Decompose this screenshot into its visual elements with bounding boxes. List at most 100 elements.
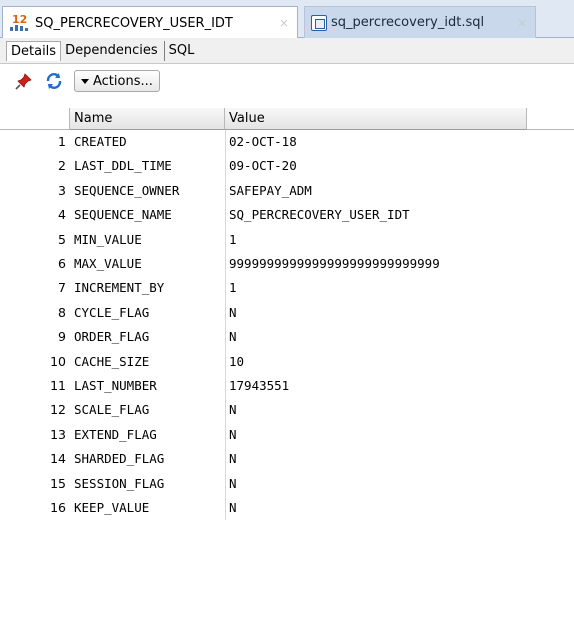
cell-name[interactable]: INCREMENT_BY bbox=[74, 280, 165, 296]
row-number: 1 bbox=[58, 134, 66, 149]
column-divider bbox=[225, 178, 226, 204]
column-divider bbox=[225, 447, 226, 472]
tab-dependencies[interactable]: Dependencies bbox=[65, 43, 158, 58]
row-number: 4 bbox=[58, 207, 66, 223]
table-row[interactable]: 9 ORDER_FLAG N bbox=[0, 325, 574, 350]
cell-value[interactable]: N bbox=[229, 304, 237, 320]
column-divider bbox=[225, 130, 226, 155]
cell-name[interactable]: MAX_VALUE bbox=[74, 256, 142, 271]
column-divider bbox=[225, 252, 226, 277]
cell-value[interactable]: N bbox=[229, 500, 237, 515]
column-divider bbox=[225, 496, 226, 521]
column-divider bbox=[225, 398, 226, 423]
cell-value[interactable]: 10 bbox=[229, 353, 245, 369]
tab-sequence-editor[interactable]: 12 SQ_PERCRECOVERY_USER_IDT × bbox=[2, 6, 298, 39]
column-divider bbox=[225, 203, 226, 228]
cell-value[interactable]: 1 bbox=[229, 231, 237, 247]
row-number: 15 bbox=[50, 475, 66, 491]
column-divider bbox=[225, 374, 226, 399]
row-number: 3 bbox=[58, 182, 66, 198]
column-divider bbox=[225, 325, 226, 350]
row-number: 8 bbox=[58, 304, 66, 320]
cell-name[interactable]: EXTEND_FLAG bbox=[74, 426, 157, 442]
sequence-icon: 12 bbox=[9, 13, 31, 31]
table-row[interactable]: 8 CYCLE_FLAG N bbox=[0, 300, 574, 326]
table-row[interactable]: 15 SESSION_FLAG N bbox=[0, 471, 574, 496]
cell-name[interactable]: CYCLE_FLAG bbox=[74, 304, 150, 320]
column-divider bbox=[225, 276, 226, 301]
tab-details[interactable]: Details bbox=[6, 40, 62, 61]
table-row[interactable]: 16 KEEP_VALUE N bbox=[0, 496, 574, 521]
column-header-name[interactable]: Name bbox=[70, 108, 225, 130]
column-divider bbox=[225, 422, 226, 448]
table-row[interactable]: 7 INCREMENT_BY 1 bbox=[0, 276, 574, 301]
cell-value[interactable]: N bbox=[229, 402, 237, 418]
cell-value[interactable]: SAFEPAY_ADM bbox=[229, 182, 312, 198]
row-number: 13 bbox=[50, 426, 66, 442]
cell-name[interactable]: CACHE_SIZE bbox=[74, 353, 150, 369]
tab-sql-file[interactable]: sq_percrecovery_idt.sql × bbox=[304, 6, 536, 38]
row-number: 6 bbox=[58, 256, 66, 271]
refresh-icon[interactable] bbox=[44, 71, 64, 91]
cell-value[interactable]: 9999999999999999999999999999 bbox=[229, 256, 440, 271]
row-number: 9 bbox=[58, 329, 66, 345]
cell-value[interactable]: N bbox=[229, 329, 237, 345]
tab-label: SQ_PERCRECOVERY_USER_IDT bbox=[35, 15, 233, 31]
close-icon[interactable]: × bbox=[516, 15, 527, 30]
table-row[interactable]: 2 LAST_DDL_TIME 09-OCT-20 bbox=[0, 154, 574, 179]
cell-name[interactable]: SEQUENCE_NAME bbox=[74, 207, 172, 223]
cell-value[interactable]: N bbox=[229, 475, 237, 491]
cell-name[interactable]: ORDER_FLAG bbox=[74, 329, 150, 345]
cell-name[interactable]: SHARDED_FLAG bbox=[74, 451, 165, 467]
cell-value[interactable]: N bbox=[229, 451, 237, 467]
row-number-header bbox=[0, 108, 70, 130]
pin-icon[interactable] bbox=[14, 71, 34, 91]
row-number: 10 bbox=[50, 353, 66, 369]
dropdown-arrow-icon bbox=[81, 78, 89, 84]
row-number: 14 bbox=[50, 451, 66, 467]
cell-value[interactable]: 17943551 bbox=[229, 378, 290, 393]
table-row[interactable]: 12 SCALE_FLAG N bbox=[0, 398, 574, 423]
editor-tab-strip: 12 SQ_PERCRECOVERY_USER_IDT × sq_percrec… bbox=[0, 0, 574, 39]
row-number: 11 bbox=[50, 378, 66, 393]
actions-dropdown-button[interactable]: Actions... bbox=[74, 70, 160, 92]
column-divider bbox=[225, 227, 226, 252]
table-row[interactable]: 4 SEQUENCE_NAME SQ_PERCRECOVERY_USER_IDT bbox=[0, 203, 574, 228]
cell-name[interactable]: MIN_VALUE bbox=[74, 231, 142, 247]
cell-name[interactable]: LAST_NUMBER bbox=[74, 378, 157, 393]
cell-name[interactable]: KEEP_VALUE bbox=[74, 500, 150, 515]
cell-name[interactable]: SCALE_FLAG bbox=[74, 402, 150, 418]
row-number: 12 bbox=[50, 402, 66, 418]
cell-value[interactable]: SQ_PERCRECOVERY_USER_IDT bbox=[229, 207, 410, 223]
column-divider bbox=[225, 349, 226, 374]
cell-name[interactable]: LAST_DDL_TIME bbox=[74, 158, 172, 174]
actions-label: Actions... bbox=[93, 73, 153, 89]
table-row[interactable]: 5 MIN_VALUE 1 bbox=[0, 227, 574, 252]
table-row[interactable]: 3 SEQUENCE_OWNER SAFEPAY_ADM bbox=[0, 178, 574, 204]
tab-sql[interactable]: SQL bbox=[163, 40, 199, 61]
table-row[interactable]: 1 CREATED 02-OCT-18 bbox=[0, 130, 574, 155]
row-number: 5 bbox=[58, 231, 66, 247]
column-divider bbox=[225, 154, 226, 179]
cell-name[interactable]: CREATED bbox=[74, 134, 127, 149]
grid-header: Name Value bbox=[0, 108, 574, 130]
cell-value[interactable]: 02-OCT-18 bbox=[229, 134, 297, 149]
column-header-value[interactable]: Value bbox=[225, 108, 527, 130]
table-row[interactable]: 6 MAX_VALUE 9999999999999999999999999999 bbox=[0, 252, 574, 277]
table-row[interactable]: 10 CACHE_SIZE 10 bbox=[0, 349, 574, 374]
cell-name[interactable]: SEQUENCE_OWNER bbox=[74, 182, 180, 198]
cell-value[interactable]: 1 bbox=[229, 280, 237, 296]
table-row[interactable]: 14 SHARDED_FLAG N bbox=[0, 447, 574, 472]
cell-name[interactable]: SESSION_FLAG bbox=[74, 475, 165, 491]
row-number: 7 bbox=[58, 280, 66, 296]
toolbar: Actions... bbox=[0, 64, 574, 98]
table-row[interactable]: 13 EXTEND_FLAG N bbox=[0, 422, 574, 448]
row-number: 2 bbox=[58, 158, 66, 174]
object-subtabs: Details Dependencies SQL bbox=[0, 38, 574, 64]
cell-value[interactable]: 09-OCT-20 bbox=[229, 158, 297, 174]
close-icon[interactable]: × bbox=[278, 16, 289, 30]
row-number: 16 bbox=[50, 500, 66, 515]
column-divider bbox=[225, 300, 226, 326]
table-row[interactable]: 11 LAST_NUMBER 17943551 bbox=[0, 374, 574, 399]
cell-value[interactable]: N bbox=[229, 426, 237, 442]
